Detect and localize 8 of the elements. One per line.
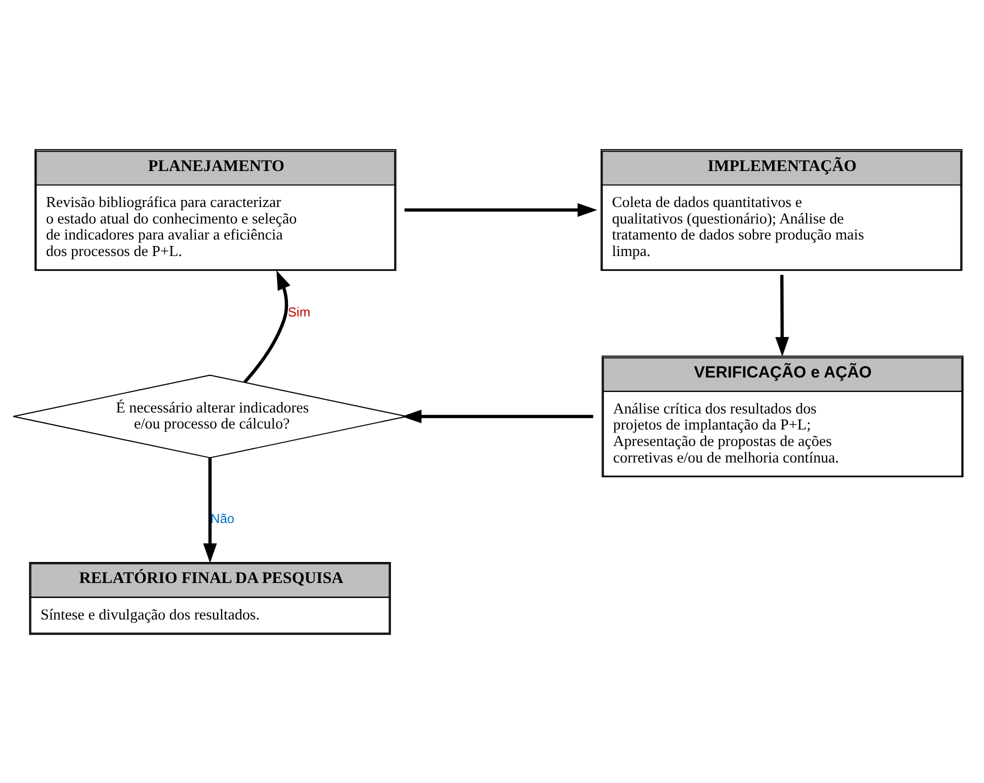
arrow xyxy=(401,409,593,423)
arrow xyxy=(774,274,789,356)
edge-label: Sim xyxy=(287,304,310,320)
arrow xyxy=(202,457,216,562)
edge-label: Não xyxy=(210,510,234,526)
node-diamond: É necessário alterar indicadores e/ou processo de cálculo? xyxy=(12,374,407,458)
arrow xyxy=(404,202,597,216)
arrow xyxy=(242,270,290,383)
